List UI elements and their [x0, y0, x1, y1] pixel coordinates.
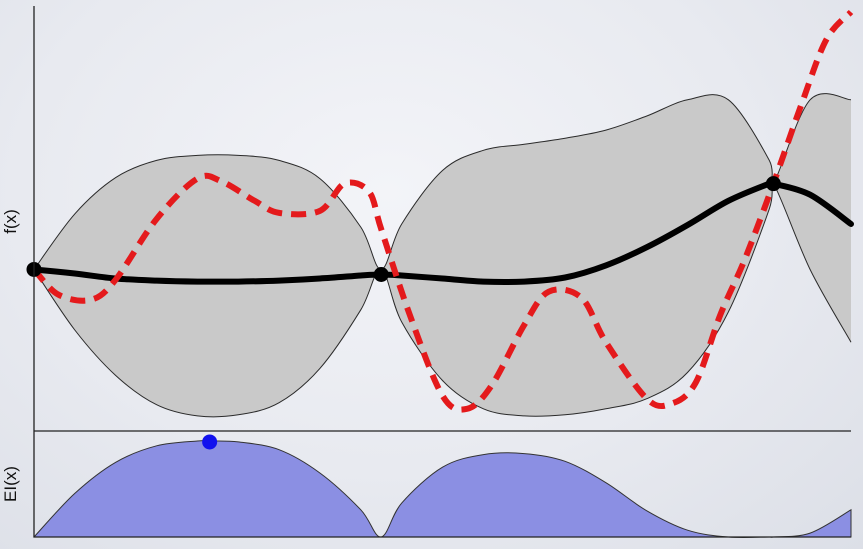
gp-posterior-panel: f(x) — [1, 6, 854, 432]
observation-point — [765, 176, 781, 192]
confidence-band — [34, 93, 851, 417]
ei-axis-label: EI(x) — [1, 466, 20, 502]
observations — [26, 176, 781, 283]
confidence-band-lower-edge — [33, 179, 852, 418]
ei-area — [32, 440, 852, 538]
next-sample-point — [202, 434, 218, 450]
f-axis-label: f(x) — [1, 209, 20, 234]
true-function-dashed-line — [31, 9, 854, 413]
expected-improvement-panel: EI(x) — [1, 431, 852, 538]
posterior-mean-line — [31, 178, 854, 286]
observation-point — [373, 267, 389, 283]
confidence-band-upper-edge — [33, 93, 852, 271]
